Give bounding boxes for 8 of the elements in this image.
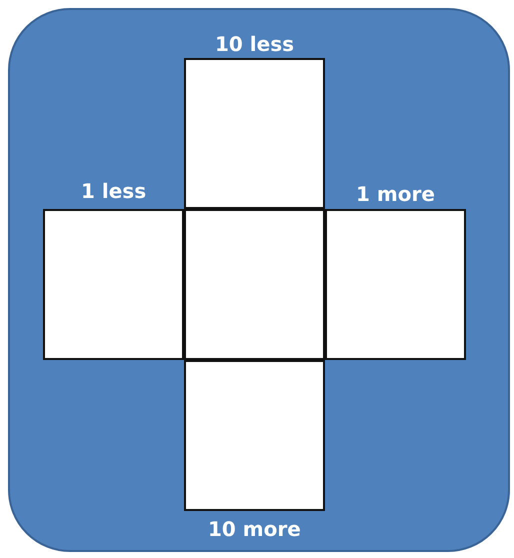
answer-box xyxy=(184,360,325,511)
box-label: 1 more xyxy=(356,182,435,206)
answer-box xyxy=(43,209,184,360)
box-label: 1 less xyxy=(81,179,146,203)
box-label: 10 less xyxy=(215,32,294,56)
answer-box xyxy=(325,209,466,360)
box-label: 10 more xyxy=(208,517,301,541)
answer-box xyxy=(184,58,325,209)
